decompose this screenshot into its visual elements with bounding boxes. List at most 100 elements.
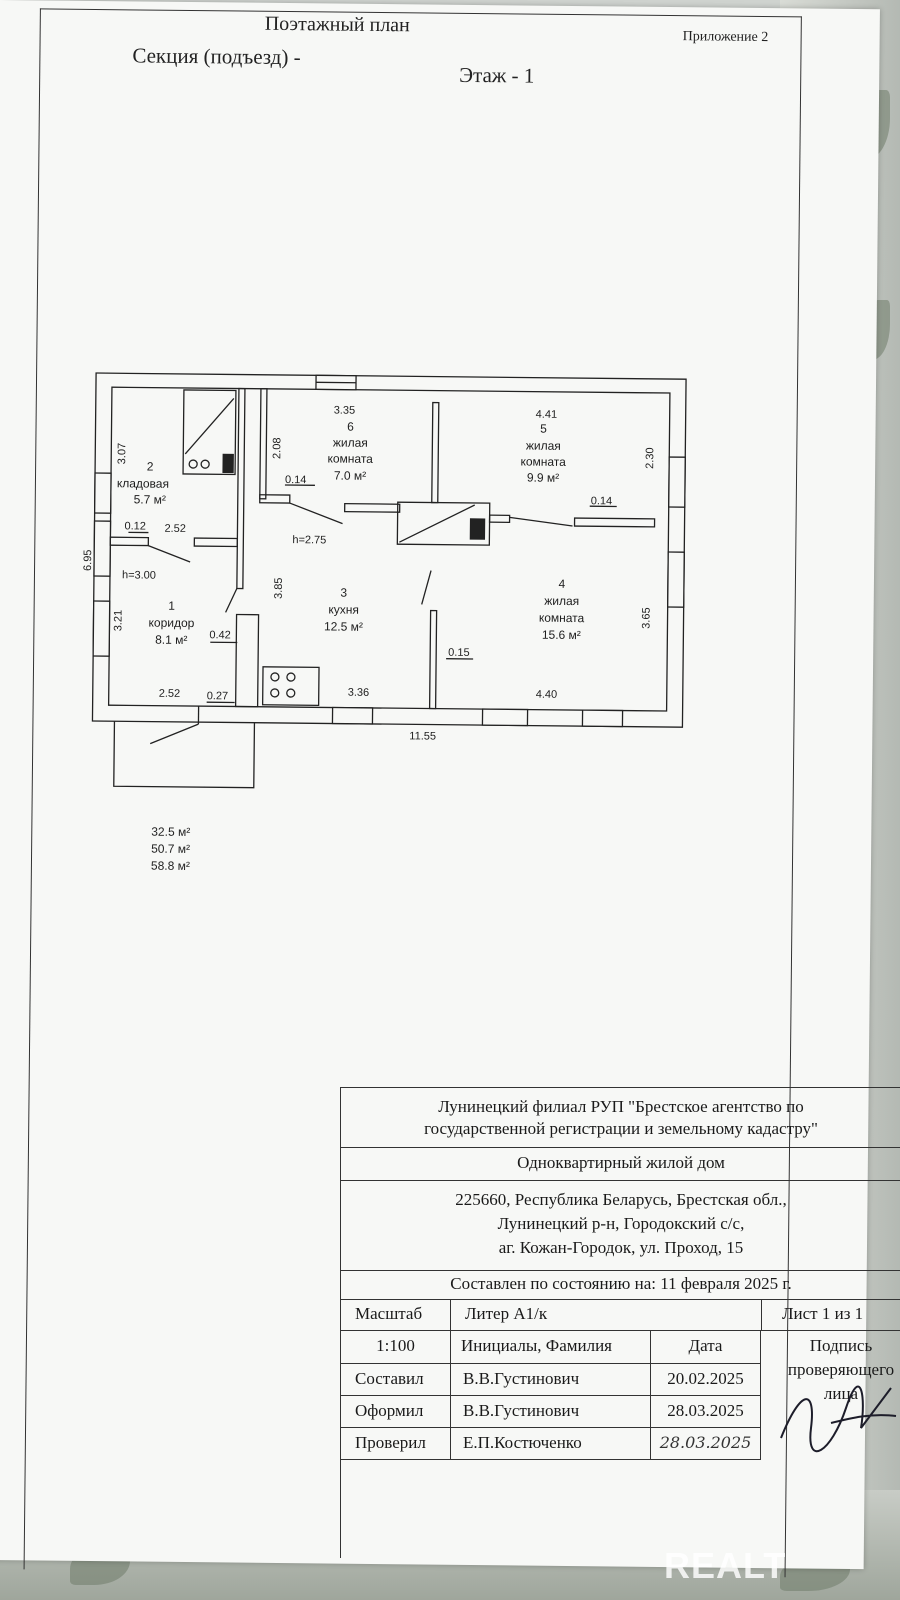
- compiled-date: 20.02.2025: [651, 1364, 761, 1396]
- room-2-name: кладовая: [117, 476, 169, 491]
- door-swing: [509, 516, 573, 527]
- stove-circle: [200, 459, 210, 469]
- dim-3-36: 3.36: [348, 687, 370, 699]
- watermark-logo: REALT: [664, 1545, 787, 1586]
- partition: [236, 387, 246, 590]
- checked-label: Проверил: [341, 1428, 451, 1460]
- room-5-area: 9.9 м²: [527, 471, 559, 485]
- burner: [286, 688, 296, 698]
- height-2-75: h=2.75: [292, 534, 326, 546]
- signature-header: Подпись проверяющего лица: [787, 1336, 895, 1403]
- building-type: Одноквартирный жилой дом: [341, 1148, 900, 1181]
- room-4-name-2: комната: [539, 611, 585, 625]
- organization-line-2: государственной регистрации и земельному…: [424, 1119, 818, 1138]
- partition: [259, 388, 268, 500]
- partition: [109, 536, 150, 547]
- stove-firebox: [469, 518, 486, 540]
- partition: [431, 401, 440, 504]
- total-area-main: 50.7 м²: [151, 841, 191, 857]
- room-4-area: 15.6 м²: [542, 628, 581, 642]
- dim-3-35: 3.35: [334, 405, 356, 417]
- room-1-number: 1: [168, 599, 175, 613]
- burner: [286, 672, 296, 682]
- stove-circle: [188, 459, 198, 469]
- partition: [234, 613, 260, 708]
- dim-0-42: 0.42: [209, 629, 231, 641]
- compiled-name: В.В.Густинович: [451, 1364, 651, 1396]
- checked-name: Е.П.Костюченко: [451, 1428, 651, 1460]
- liter: Литер А1/к: [451, 1299, 761, 1331]
- scale-value: 1:100: [341, 1331, 451, 1364]
- partition: [488, 514, 511, 524]
- room-2-area: 5.7 м²: [134, 492, 166, 506]
- room-1-area: 8.1 м²: [155, 633, 187, 647]
- room-6-name-2: комната: [327, 451, 373, 465]
- area-totals: 32.5 м² 50.7 м² 58.8 м²: [151, 824, 190, 875]
- room-5-name-2: комната: [520, 454, 566, 468]
- signature-stroke: [780, 1385, 897, 1453]
- outer-wall-inner: [107, 386, 671, 712]
- stove-block: [396, 501, 491, 546]
- window: [481, 708, 529, 727]
- checked-date-handwritten: 28.03.2025: [651, 1428, 761, 1460]
- dim-4-41: 4.41: [536, 409, 558, 421]
- room-3-name: кухня: [328, 602, 359, 616]
- burner: [270, 688, 280, 698]
- dim-11-55: 11.55: [409, 730, 436, 742]
- room-6-number: 6: [347, 420, 354, 434]
- address-line-1: 225660, Республика Беларусь, Брестская о…: [455, 1190, 787, 1209]
- outer-wall-outer: [91, 372, 687, 728]
- initials-header: Инициалы, Фамилия: [451, 1331, 651, 1364]
- dim-3-65: 3.65: [640, 607, 652, 629]
- room-4-number: 4: [558, 577, 565, 591]
- formatted-date: 28.03.2025: [651, 1396, 761, 1428]
- partition: [259, 494, 291, 504]
- room-6-name-1: жилая: [333, 436, 368, 450]
- door-swing: [148, 544, 191, 563]
- formatted-label: Оформил: [341, 1396, 451, 1428]
- dim-3-21: 3.21: [112, 610, 124, 632]
- dim-0-27: 0.27: [207, 690, 229, 702]
- room-4-name-1: жилая: [544, 594, 579, 608]
- partition: [344, 502, 401, 513]
- storage-stove: [182, 389, 237, 476]
- window: [331, 706, 374, 725]
- sheet-number: Лист 1 из 1: [761, 1299, 900, 1331]
- organization-line-1: Лунинецкий филиал РУП "Брестское агентст…: [438, 1097, 804, 1116]
- room-2-number: 2: [147, 460, 154, 474]
- porch: [113, 721, 256, 789]
- room-3-number: 3: [340, 586, 347, 600]
- window: [93, 520, 112, 577]
- state-date: Составлен по состоянию на: 11 февраля 20…: [341, 1271, 900, 1300]
- room-6-area: 7.0 м²: [334, 469, 366, 483]
- dim-6-95: 6.95: [82, 549, 94, 571]
- dim-0-12: 0.12: [124, 520, 146, 532]
- document-sheet: Поэтажный план Секция (подъезд) - Этаж -…: [0, 0, 880, 1578]
- door-swing: [421, 570, 432, 605]
- door-swing: [225, 588, 238, 613]
- dim-2-52-a: 2.52: [164, 523, 186, 535]
- window: [92, 600, 111, 657]
- window: [667, 551, 685, 608]
- total-area-overall: 58.8 м²: [150, 858, 190, 874]
- window: [581, 709, 624, 728]
- formatted-name: В.В.Густинович: [451, 1396, 651, 1428]
- window: [93, 472, 112, 514]
- address-line-2: Лунинецкий р-н, Городокский с/с,: [497, 1214, 745, 1233]
- stove-diagonal: [399, 504, 476, 543]
- storage-stove-diagonal: [184, 398, 235, 455]
- room-3-area: 12.5 м²: [324, 619, 363, 633]
- dim-4-40: 4.40: [536, 689, 558, 701]
- window: [668, 456, 686, 508]
- burner: [270, 672, 280, 682]
- floor-plan: 2 кладовая 5.7 м² 1 коридор 8.1 м² 6 жил…: [82, 372, 687, 789]
- dim-2-30: 2.30: [644, 447, 656, 469]
- compiled-label: Составил: [341, 1364, 451, 1396]
- dim-0-15: 0.15: [448, 647, 470, 659]
- storage-stove-firebox: [222, 453, 234, 474]
- total-area-living: 32.5 м²: [151, 824, 191, 840]
- organization: Лунинецкий филиал РУП "Брестское агентст…: [341, 1088, 900, 1148]
- partition: [428, 609, 438, 710]
- dim-0-14-a: 0.14: [285, 474, 307, 486]
- room-5-number: 5: [540, 422, 547, 436]
